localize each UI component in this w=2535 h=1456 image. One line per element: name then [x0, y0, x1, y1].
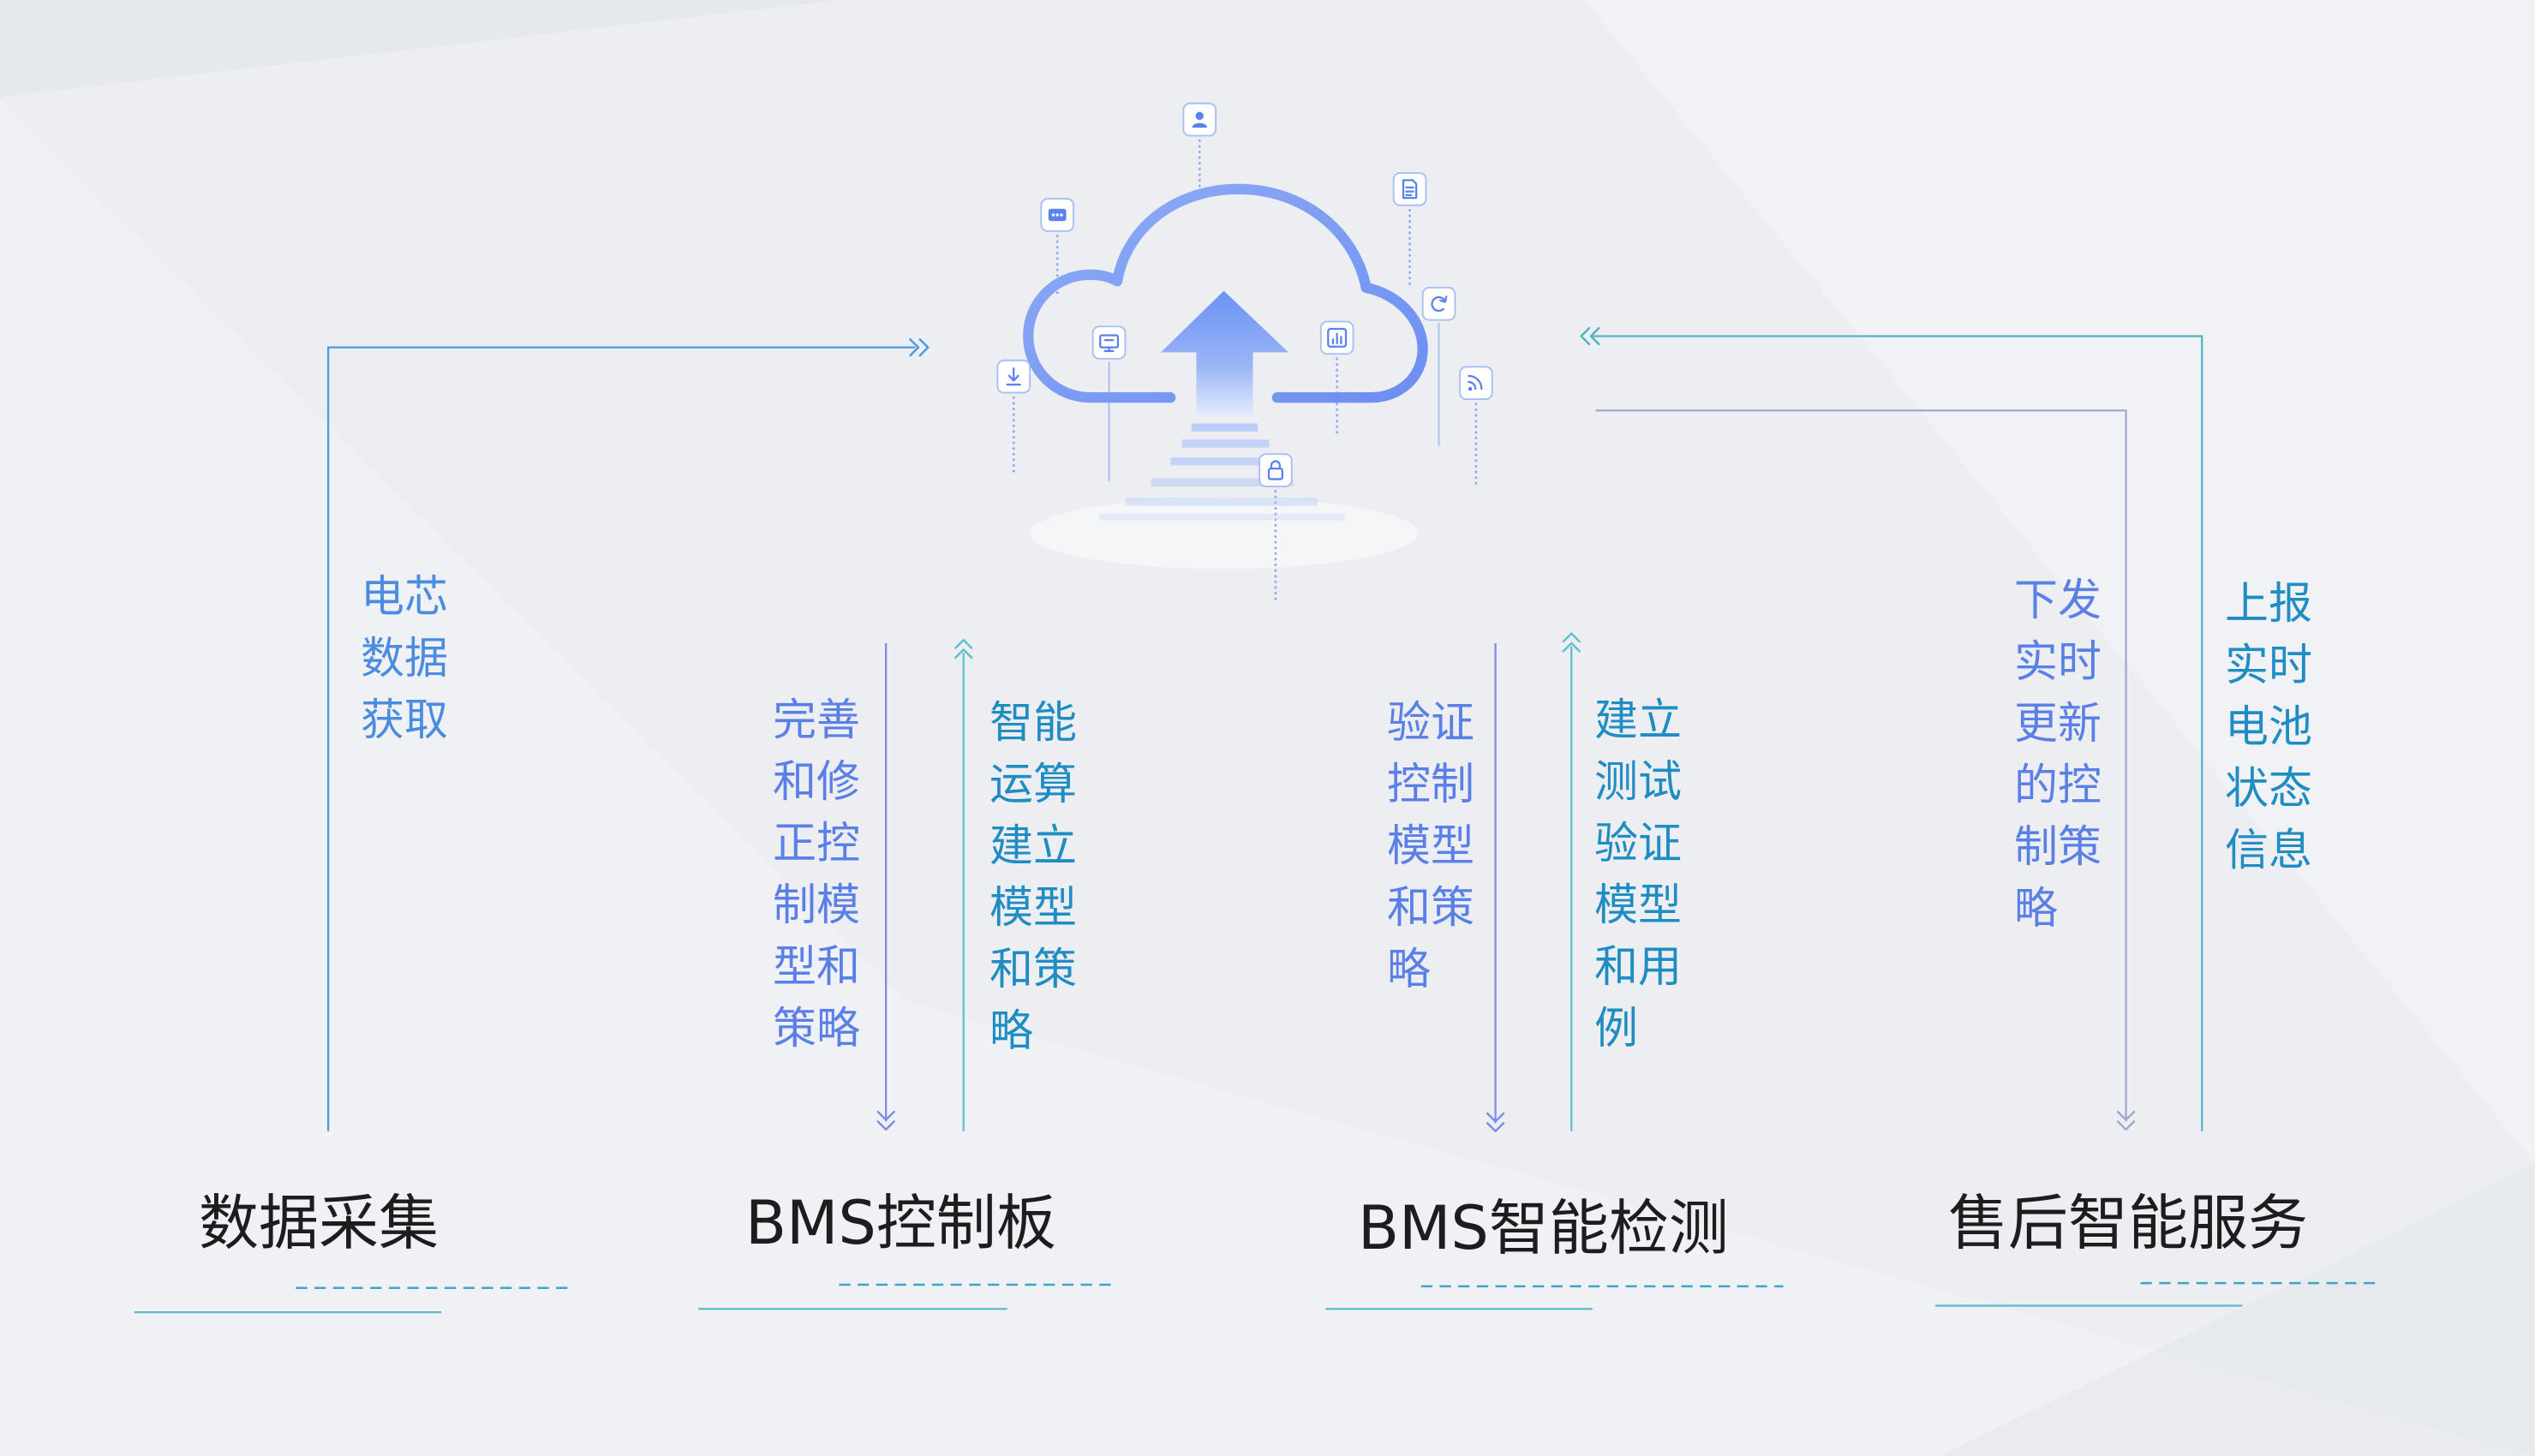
flow-label-line: 略 [989, 1006, 1034, 1057]
flow-label-line: 型和 [773, 942, 861, 993]
flow-label-verify-model: 验证 控制 模型 和策 略 [1387, 693, 1474, 1001]
flow-label-line: 正控 [773, 819, 861, 869]
refresh-badge [1421, 286, 1456, 321]
flow-label-line: 测试 [1594, 757, 1683, 808]
flow-label-line: 验证 [1594, 819, 1683, 869]
flow-label-cell-data: 电芯 数据 获取 [361, 567, 448, 752]
flow-label-line: 电池 [2225, 702, 2313, 753]
chart-icon [1327, 327, 1348, 348]
monitor-badge [1091, 325, 1127, 360]
arrow-right-icon [909, 338, 930, 357]
flow-label-line: 验证 [1387, 698, 1475, 749]
flow-label-line: 制策 [2014, 822, 2102, 873]
flow-label-line: 控制 [1387, 760, 1475, 810]
underline-bms-board [698, 1283, 1113, 1310]
node-title-bms-board: BMS控制板 [745, 1188, 1056, 1258]
chart-badge [1319, 320, 1354, 355]
flow-label-line: 数据 [361, 634, 449, 684]
flow-label-line: 更新 [2014, 699, 2102, 749]
flow-label-line: 和用 [1594, 942, 1683, 993]
underline-after-sales [1934, 1281, 2377, 1307]
download-badge [996, 359, 1031, 394]
flow-label-line: 运算 [989, 760, 1078, 810]
flow-label-line: 实时 [2014, 637, 2102, 688]
flow-label-line: 上报 [2225, 579, 2313, 630]
connector-data-acquisition [326, 346, 916, 1131]
flow-label-line: 建立 [989, 821, 1078, 872]
flow-label-line: 例 [1594, 1004, 1639, 1054]
arrow-down-icon [2116, 1110, 2136, 1131]
flow-label-report-status: 上报 实时 电池 状态 信息 [2225, 574, 2312, 882]
cloud-upload-icon [1023, 183, 1428, 521]
underline-data-acquisition [134, 1286, 574, 1314]
flow-label-line: 模型 [1387, 821, 1475, 872]
flow-label-line: 和修 [773, 757, 861, 808]
flow-label-line: 完善 [773, 695, 861, 746]
node-title-bms-detection: BMS智能检测 [1358, 1193, 1729, 1263]
cloud-outline [1023, 183, 1428, 403]
arrow-up-icon [954, 638, 973, 659]
arrow-down-icon [1486, 1112, 1505, 1132]
flow-label-line: 和策 [1387, 883, 1475, 934]
flow-label-line: 制模 [773, 880, 861, 931]
arrow-down-icon [876, 1110, 895, 1131]
arrow-left-icon [1580, 326, 1600, 346]
connector-push-strategy [1595, 409, 2127, 1122]
flow-label-line: 智能 [989, 698, 1078, 749]
flow-label-line: 信息 [2225, 826, 2313, 876]
arrow-up-icon [1562, 632, 1581, 653]
flow-label-line: 状态 [2225, 764, 2313, 815]
flow-label-line: 的控 [2014, 761, 2102, 811]
flow-label-line: 和策 [989, 945, 1078, 995]
rss-badge [1459, 366, 1493, 400]
flow-label-line: 实时 [2225, 641, 2313, 691]
flow-label-line: 电芯 [361, 572, 449, 623]
monitor-icon [1099, 334, 1120, 352]
person-badge [1182, 102, 1217, 137]
stairs [1099, 423, 1346, 521]
flow-label-line: 略 [1387, 945, 1432, 995]
chat-icon [1048, 208, 1067, 222]
flow-label-build-test: 建立 测试 验证 模型 和用 例 [1594, 690, 1682, 1060]
connector-report-status [1590, 335, 2203, 1131]
node-title-after-sales: 售后智能服务 [1948, 1188, 2308, 1258]
flow-label-line: 策略 [773, 1004, 861, 1054]
flow-label-line: 模型 [989, 883, 1078, 934]
flow-label-line: 获取 [361, 695, 449, 746]
flow-label-line: 模型 [1594, 880, 1683, 931]
document-icon [1402, 179, 1418, 200]
lock-badge [1259, 453, 1293, 487]
upload-arrow [1160, 290, 1289, 415]
document-badge [1392, 171, 1427, 206]
chat-badge [1040, 198, 1074, 232]
flow-label-line: 下发 [2014, 576, 2102, 626]
person-icon [1192, 111, 1207, 128]
refresh-icon [1431, 295, 1448, 312]
flow-label-smart-compute: 智能 运算 建立 模型 和策 略 [989, 693, 1077, 1063]
lock-icon [1267, 460, 1283, 480]
rss-icon [1468, 374, 1483, 391]
underline-bms-detection [1325, 1285, 1784, 1310]
download-icon [1006, 367, 1021, 386]
node-title-data-acquisition: 数据采集 [199, 1188, 439, 1258]
flow-label-line: 建立 [1594, 695, 1683, 746]
flow-label-line: 略 [2014, 884, 2059, 934]
flow-label-refine-model: 完善 和修 正控 制模 型和 策略 [773, 690, 860, 1060]
flow-label-push-strategy: 下发 实时 更新 的控 制策 略 [2014, 570, 2102, 940]
